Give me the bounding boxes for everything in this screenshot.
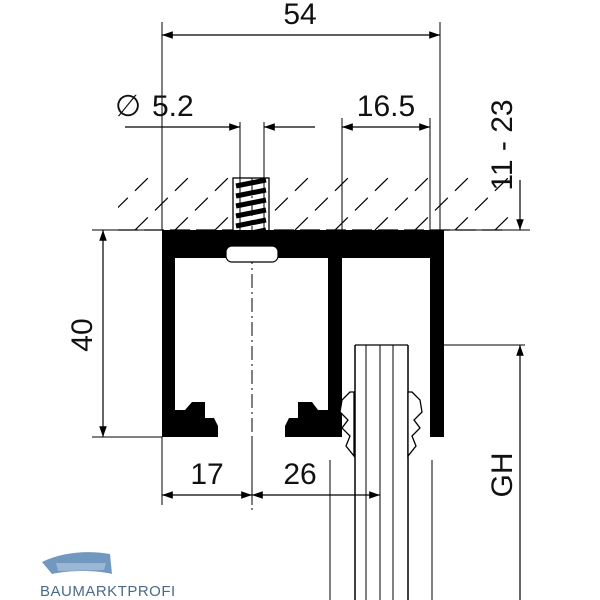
screw-head	[225, 245, 279, 263]
baumarktprofi-logo: BAUMARKTPROFI	[40, 552, 176, 600]
dim-height-label: 40	[66, 318, 99, 351]
seal-left	[339, 391, 355, 458]
screw-dowel	[232, 122, 270, 510]
track-lip-right	[285, 402, 342, 437]
dim-gh-label: GH	[486, 453, 519, 498]
dim-ceiling-label: 11 - 23	[486, 99, 519, 190]
logo-text: BAUMARKTPROFI	[40, 583, 176, 600]
track-lip-left	[162, 402, 218, 437]
dim-width-label: 54	[283, 0, 316, 31]
dim-hole-label: 5.2	[152, 90, 194, 123]
ceiling-hatch	[118, 178, 508, 230]
dimension-arrows	[99, 31, 524, 600]
door-panel	[329, 344, 525, 600]
dim-left-label: 17	[190, 458, 223, 491]
inner-hook	[316, 262, 324, 274]
seal-right	[407, 391, 423, 458]
inner-hook	[180, 262, 188, 274]
diameter-symbol: ∅	[115, 90, 141, 123]
dim-channel-label: 16.5	[357, 90, 415, 123]
track-profile	[162, 230, 444, 437]
dim-center-label: 26	[283, 458, 316, 491]
